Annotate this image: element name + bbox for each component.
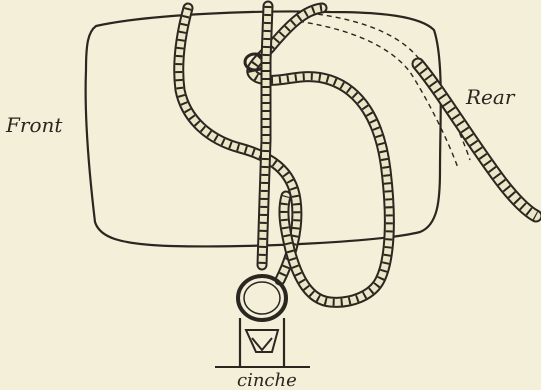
left-rope-strand-inner (179, 8, 297, 280)
rear-label: Rear (465, 85, 516, 109)
cinch-ring-inner (244, 282, 280, 314)
loop-rope (252, 8, 390, 302)
front-label: Front (5, 113, 63, 137)
cinch-label: cinche (237, 370, 297, 390)
cinch-strap (240, 318, 284, 366)
